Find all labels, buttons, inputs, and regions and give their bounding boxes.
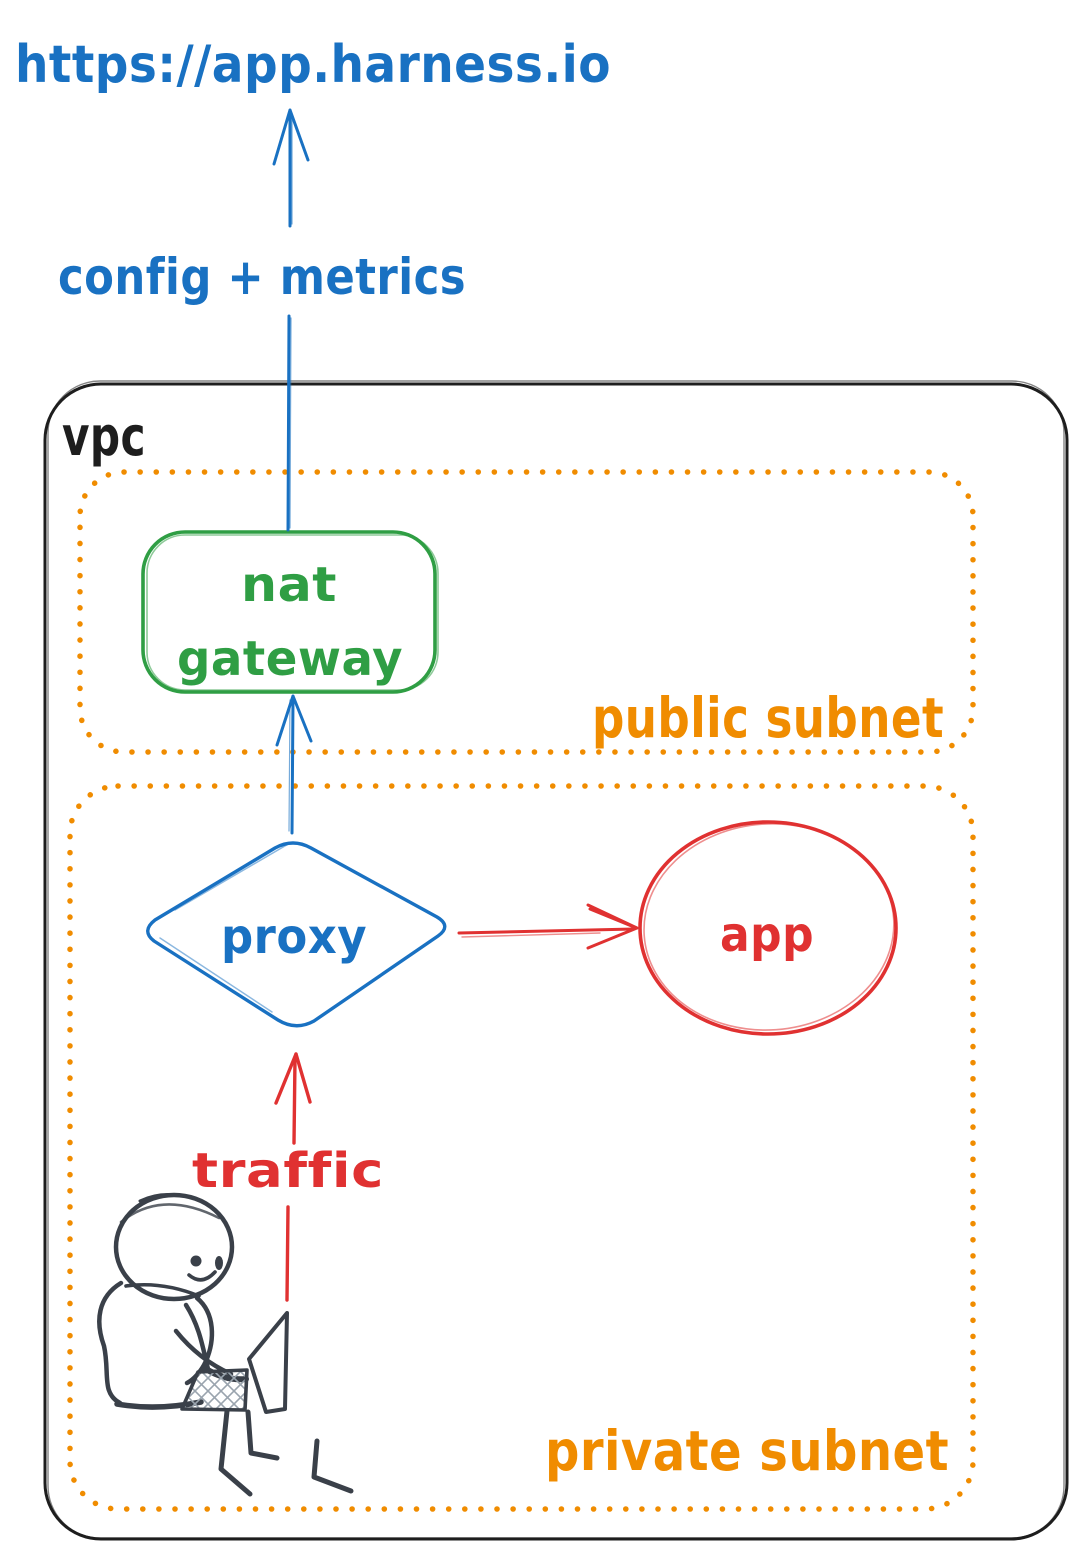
arrow-line xyxy=(290,697,295,835)
proxy-diamond-sketch-line xyxy=(159,842,291,1013)
nat-gateway-box-sketch-line xyxy=(146,534,439,691)
app-circle xyxy=(638,820,898,1036)
app-node: app xyxy=(638,820,898,1036)
person-leg-far xyxy=(245,1409,280,1461)
app-label: app xyxy=(720,907,814,963)
arrow-line-sketch xyxy=(289,117,293,529)
arrow-proxy-to-app xyxy=(457,903,639,950)
person-arm-inner xyxy=(183,1302,211,1372)
person-eye xyxy=(190,1255,202,1267)
arrow-line-lower xyxy=(286,314,291,532)
arrow-nat-gateway-to-url xyxy=(272,108,310,532)
person-head-sketch-line xyxy=(119,1203,221,1224)
arrow-traffic-to-proxy xyxy=(274,1052,312,1302)
private-subnet-box: private subnet xyxy=(67,783,976,1512)
arrow-line-sketch xyxy=(461,932,601,938)
nat-gateway-node: nat gateway xyxy=(141,530,439,694)
vpc-border-sketch-line xyxy=(47,380,1065,1539)
laptop-keyboard-icon xyxy=(180,1368,249,1412)
nat-gateway-label-line1: nat xyxy=(241,557,337,613)
proxy-node: proxy xyxy=(146,841,447,1028)
app-circle-sketch-line xyxy=(643,823,895,1031)
traffic-edge-label: traffic xyxy=(192,1143,384,1199)
private-subnet-border xyxy=(67,783,976,1512)
private-subnet-label: private subnet xyxy=(545,1419,949,1483)
public-subnet-label: public subnet xyxy=(592,686,944,750)
nat-gateway-box xyxy=(141,530,437,694)
person-leg-near xyxy=(218,1408,253,1497)
config-metrics-edge-label: config + metrics xyxy=(58,248,466,306)
proxy-diamond xyxy=(146,841,447,1028)
vpc-border xyxy=(43,382,1069,1541)
vpc-label: vpc xyxy=(62,405,146,468)
person-shoulder xyxy=(124,1282,201,1298)
arrow-line xyxy=(457,927,636,935)
arrow-line-upper xyxy=(292,1056,297,1145)
person-back xyxy=(97,1280,124,1406)
person-smile xyxy=(187,1270,217,1282)
arrowhead-up-icon xyxy=(274,1052,312,1105)
person-head xyxy=(113,1192,235,1302)
arrowhead-up-icon xyxy=(272,108,310,166)
public-subnet-border xyxy=(77,469,976,755)
laptop-screen-icon xyxy=(247,1311,289,1414)
proxy-label: proxy xyxy=(221,909,367,965)
arrow-line-lower xyxy=(285,1205,290,1302)
person-foot-far xyxy=(311,1438,354,1494)
person-eye-far xyxy=(215,1256,223,1270)
arrow-proxy-to-nat-gateway xyxy=(275,694,313,835)
vpc-container-box: vpc xyxy=(43,380,1069,1541)
arrowhead-right-icon xyxy=(586,903,639,950)
person-with-laptop-illustration xyxy=(97,1192,354,1497)
arrowhead-up-icon xyxy=(275,694,313,747)
public-subnet-box: public subnet xyxy=(77,469,976,755)
arrow-line-sketch xyxy=(288,699,291,832)
nat-gateway-label-line2: gateway xyxy=(177,631,403,687)
url-label: https://app.harness.io xyxy=(15,35,611,95)
